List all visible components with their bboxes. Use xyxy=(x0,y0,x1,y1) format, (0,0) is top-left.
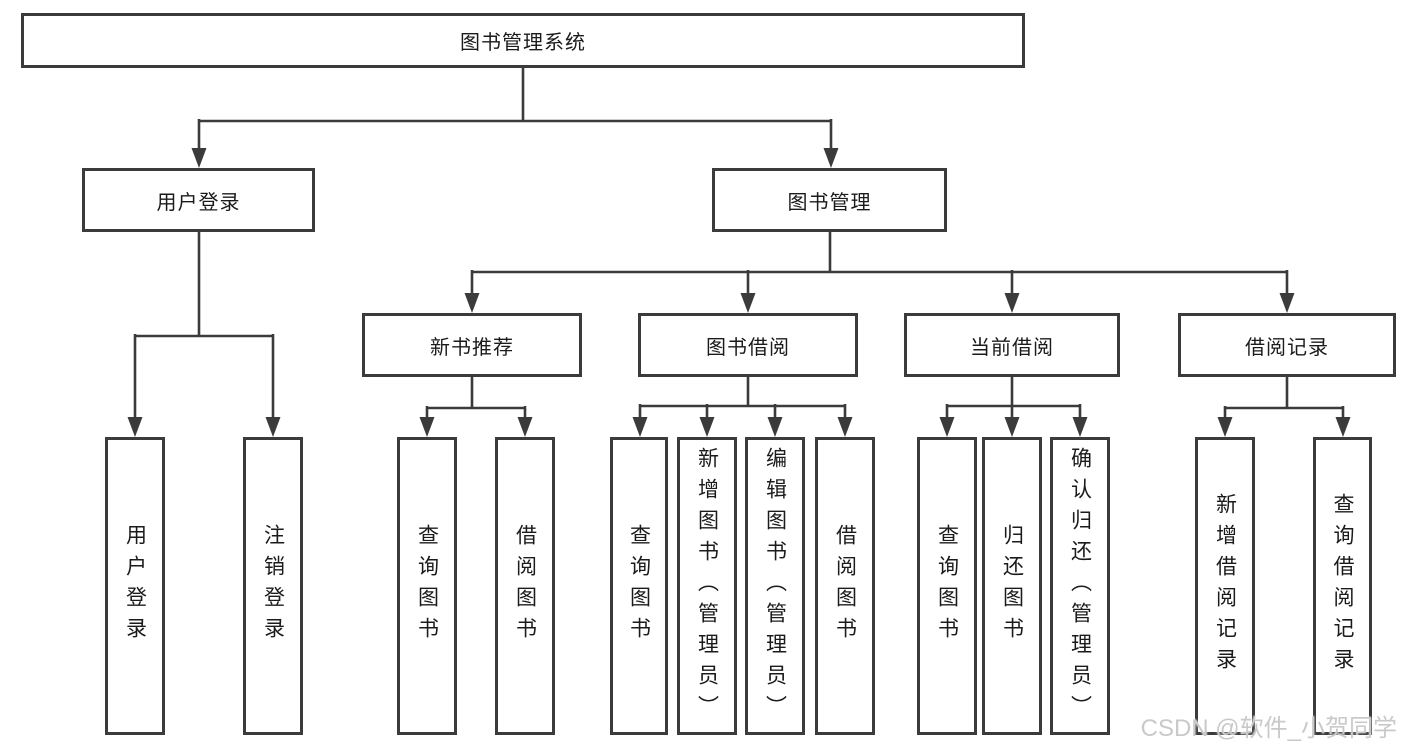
leaf-label: 查询借阅记录 xyxy=(1331,493,1354,679)
leaf-query-borrow-record: 查询借阅记录 xyxy=(1313,437,1372,735)
leaf-label: 新增图书（管理员） xyxy=(695,446,719,726)
node-label: 图书借阅 xyxy=(706,336,790,359)
node-label: 借阅记录 xyxy=(1245,336,1329,359)
leaf-query-books-current: 查询图书 xyxy=(917,437,977,735)
leaf-borrow-books-recommend: 借阅图书 xyxy=(495,437,555,735)
leaf-label: 编辑图书（管理员） xyxy=(763,446,787,726)
leaf-add-books-admin: 新增图书（管理员） xyxy=(677,437,737,735)
leaf-label: 查询图书 xyxy=(935,524,959,648)
leaf-return-books: 归还图书 xyxy=(982,437,1042,735)
node-book-management: 图书管理 xyxy=(712,168,947,232)
leaf-label: 新增借阅记录 xyxy=(1213,493,1237,679)
node-borrowing-records: 借阅记录 xyxy=(1178,313,1396,377)
node-book-borrowing: 图书借阅 xyxy=(638,313,858,377)
leaf-user-login: 用户登录 xyxy=(105,437,165,735)
node-user-login: 用户登录 xyxy=(82,168,315,232)
node-library-system: 图书管理系统 xyxy=(21,13,1025,68)
leaf-label: 查询图书 xyxy=(627,524,651,648)
leaf-borrow-books-borrowing: 借阅图书 xyxy=(815,437,875,735)
leaf-label: 查询图书 xyxy=(415,524,439,648)
node-label: 用户登录 xyxy=(156,191,241,214)
leaf-label: 借阅图书 xyxy=(833,524,857,648)
leaf-label: 用户登录 xyxy=(123,524,147,648)
leaf-add-borrow-record: 新增借阅记录 xyxy=(1195,437,1255,735)
leaf-confirm-return-admin: 确认归还（管理员） xyxy=(1050,437,1110,735)
leaf-query-books-recommend: 查询图书 xyxy=(397,437,457,735)
node-label: 新书推荐 xyxy=(430,336,514,359)
leaf-label: 归还图书 xyxy=(1000,524,1024,648)
leaf-label: 确认归还（管理员） xyxy=(1068,446,1092,726)
leaf-label: 借阅图书 xyxy=(513,524,537,648)
node-current-borrowing: 当前借阅 xyxy=(904,313,1120,377)
arrowheads xyxy=(127,148,1351,437)
node-label: 图书管理系统 xyxy=(460,32,586,54)
leaf-label: 注销登录 xyxy=(261,524,285,648)
leaf-edit-books-admin: 编辑图书（管理员） xyxy=(745,437,805,735)
node-label: 当前借阅 xyxy=(970,336,1054,359)
node-new-book-recommendation: 新书推荐 xyxy=(362,313,582,377)
leaf-logout: 注销登录 xyxy=(243,437,303,735)
leaf-query-books-borrowing: 查询图书 xyxy=(610,437,668,735)
node-label: 图书管理 xyxy=(787,191,872,214)
